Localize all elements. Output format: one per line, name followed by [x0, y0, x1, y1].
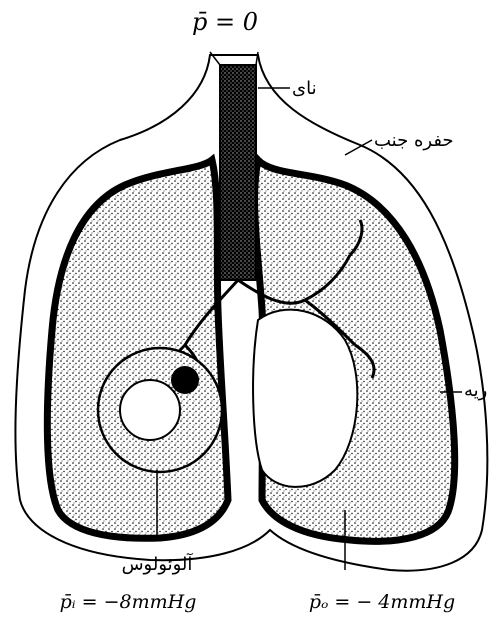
outer-pressure-label: p̄ₒ = − 4mmHg: [309, 591, 455, 613]
intrapulmonary-pressure-label: p̄ᵢ = −8mmHg: [60, 591, 197, 613]
trachea-label: نای: [292, 78, 317, 99]
heart-shape: [253, 310, 357, 487]
trachea: [220, 65, 256, 280]
pleural-cavity-label: حفره جنب: [374, 130, 454, 151]
top-pressure-label: p̄ = 0: [192, 8, 258, 36]
lung-label: ریه: [464, 380, 487, 401]
alveolus-label: آلوئولوس: [122, 552, 194, 575]
